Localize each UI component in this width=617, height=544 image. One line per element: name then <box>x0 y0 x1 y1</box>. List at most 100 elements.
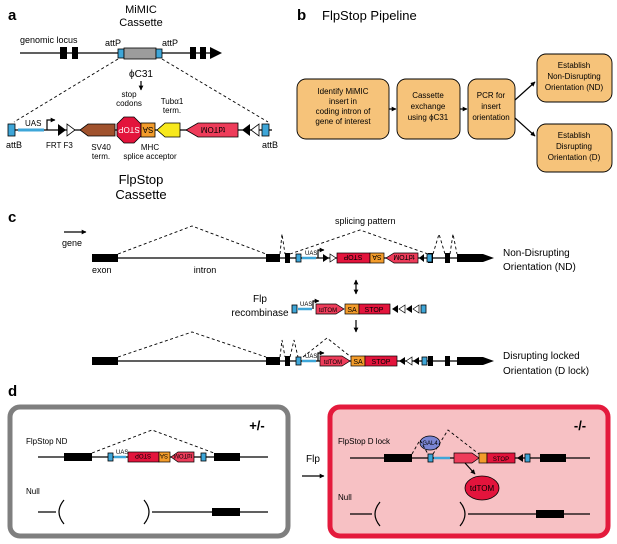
panel-label-c: c <box>8 209 16 226</box>
pipeline-arrow-upper <box>514 81 536 101</box>
stop-box-text: STOP <box>493 457 509 463</box>
attp-left-label: attP <box>105 38 121 48</box>
pipeline-box-nd-line1: Establish <box>558 61 590 70</box>
pipeline-box-nd <box>536 53 613 103</box>
pipeline-title: FlpStop Pipeline <box>322 8 417 23</box>
exon-block <box>92 254 118 262</box>
null-deletion-break <box>374 501 381 527</box>
null-left-label: Null <box>26 487 40 496</box>
panel-a: a MiMIC Cassette genomic locus attP attP… <box>6 4 278 202</box>
mhc-label-1: MHC <box>141 143 159 152</box>
flpstop-title-line2: Cassette <box>115 187 166 202</box>
null-deletion-break <box>143 499 150 525</box>
exon-block <box>212 508 240 516</box>
pipeline-box-identify-line4: gene of interest <box>315 117 371 126</box>
exon-block <box>72 47 78 59</box>
sv40-label-1: SV40 <box>91 143 111 152</box>
stop-codons-label-2: codons <box>116 99 142 108</box>
tuba1-label-1: Tubα1 <box>161 97 184 106</box>
exon-block <box>266 357 280 365</box>
promoter-arrow <box>46 117 56 130</box>
splice-junction <box>449 233 458 255</box>
uas-label: UAS <box>25 119 41 128</box>
mhc-label-2: splice acceptor <box>123 152 177 161</box>
attp-site-left <box>117 48 125 59</box>
pipeline-box-exchange-line1: Cassette <box>412 91 444 100</box>
splice-junction <box>432 232 446 255</box>
frt-site <box>406 305 412 313</box>
nd-orientation-label-1: Non-Disrupting <box>503 248 570 259</box>
pipeline-box-pcr-line3: orientation <box>472 113 509 122</box>
exon-block <box>285 253 290 263</box>
attb-site <box>107 452 114 462</box>
attb-site-right <box>261 123 270 137</box>
exon-block <box>266 254 280 262</box>
stop-codons-octagon <box>116 116 142 144</box>
exon-block <box>540 454 566 462</box>
homozygous-panel <box>327 404 611 539</box>
frt-site <box>392 305 398 313</box>
phic31-label: ϕC31 <box>129 69 153 80</box>
splice-junction <box>302 337 352 358</box>
exon-block <box>200 47 206 59</box>
frt-site <box>413 357 419 365</box>
heterozygous-panel <box>7 404 291 539</box>
tdtom-box <box>315 303 345 315</box>
sa-box-text: SA <box>353 359 363 366</box>
gene-label: gene <box>62 238 82 248</box>
panel-label-b: b <box>297 7 306 24</box>
exon-label: exon <box>92 265 112 275</box>
panel-c: c splicing pattern gene UAS STOP SA tdTO <box>8 209 589 377</box>
projection-dash-right <box>161 58 269 123</box>
f3-site <box>329 253 337 263</box>
dlock-orientation-label-1: Disrupting locked <box>503 351 580 362</box>
null-deletion-break <box>58 499 65 525</box>
uas-label: UAS <box>305 354 317 360</box>
frt-site-right <box>419 254 424 262</box>
gene-direction-arrowhead <box>210 47 222 59</box>
frt-site <box>517 454 523 462</box>
splice-junction <box>432 429 480 455</box>
sa-box-text: SA <box>160 452 168 458</box>
projection-dash-left <box>13 58 119 123</box>
mimic-cassette-box <box>123 47 157 60</box>
sv40-label-2: term. <box>92 152 110 161</box>
pipeline-box-identify-line1: Identify MiMIC <box>317 87 368 96</box>
exon-block <box>536 510 564 518</box>
sa-box <box>478 452 488 464</box>
dlock-orientation-label-2: Orientation (D lock) <box>503 366 589 377</box>
flp-label: Flp <box>306 454 320 465</box>
exon-block <box>457 254 483 262</box>
intron-label: intron <box>194 265 217 275</box>
tdtom-reporter <box>185 122 239 138</box>
sa-box <box>140 122 156 138</box>
tdtom-box <box>453 452 480 464</box>
tdtom-box <box>170 451 195 463</box>
exon-block <box>457 357 483 365</box>
pipeline-box-d-line3: Orientation (D) <box>548 153 601 162</box>
exon-block <box>60 47 67 59</box>
attp-site-right <box>155 48 163 59</box>
splice-junction <box>117 225 267 255</box>
uas-label: UAS <box>116 450 128 456</box>
exon-block <box>214 453 240 461</box>
tdtom-text: tdTOM <box>201 125 226 134</box>
tdtom-box-text: tdTOM <box>174 452 192 458</box>
tdtom-box-text: tdTOM <box>324 360 342 366</box>
stop-box <box>486 452 516 464</box>
stop-box-text: STOP <box>135 452 151 458</box>
exon-block <box>445 356 450 366</box>
pipeline-box-pcr-line1: PCR for <box>477 91 506 100</box>
stop-box <box>364 355 398 367</box>
panel-b: b FlpStop Pipeline Identify MiMIC insert… <box>296 7 613 173</box>
exon-block <box>445 253 450 263</box>
f3-site <box>405 356 413 366</box>
sa-box-text: SA <box>347 307 357 314</box>
attb-site-left <box>7 123 16 137</box>
nd-construct-row: UAS STOP SA tdTOM exon intron Non-Disrup… <box>92 225 576 275</box>
exon-block <box>428 356 433 366</box>
f3-site-right <box>250 123 260 137</box>
pipeline-box-identify-line3: coding intron of <box>316 107 371 116</box>
pipeline-box-nd-line2: Non-Disrupting <box>547 72 600 81</box>
tdtom-protein-label: tdTOM <box>470 484 495 493</box>
